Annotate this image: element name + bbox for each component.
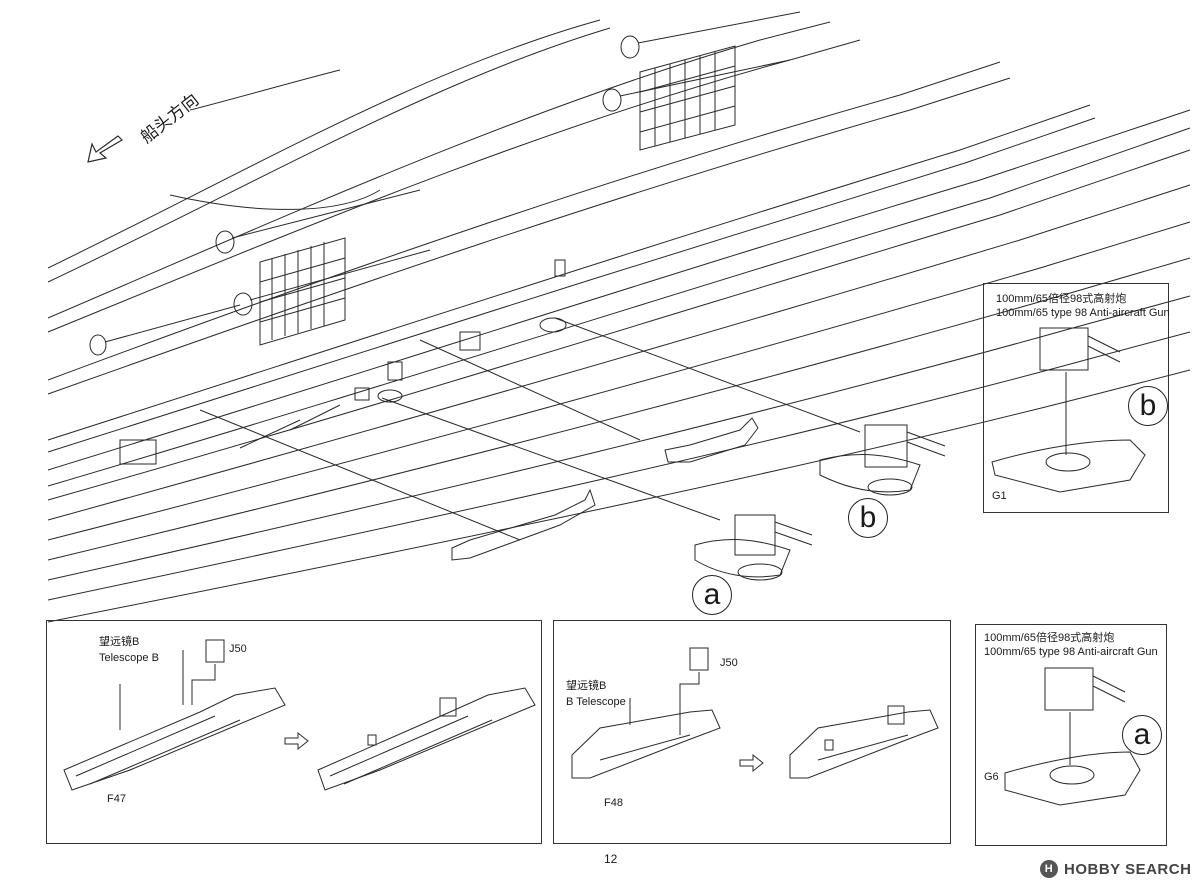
gun-panel-b-part: G1: [992, 490, 1007, 502]
gun-panel-b-step: b: [1128, 386, 1168, 426]
callout-a-letter: a: [703, 578, 721, 611]
platform-f47-assembled: [317, 687, 536, 791]
gun-panel-b-title-en: 100mm/65 type 98 Anti-aircraft Gun: [996, 307, 1170, 319]
telescope-panel-1-part-top: J50: [229, 643, 247, 655]
gun-panel-b: 100mm/65倍径98式高射炮 100mm/65 type 98 Anti-a…: [983, 283, 1170, 513]
gun-panel-b-step-letter: b: [1139, 389, 1157, 422]
telescope-panel-1-label-en: Telescope B: [99, 652, 159, 664]
platform-piece-lower: [451, 488, 596, 561]
gun-panel-a-part: G6: [984, 771, 999, 783]
arrow-right-icon-2: [739, 753, 764, 773]
watermark: H HOBBY SEARCH: [1040, 860, 1191, 878]
gun-panel-a-step-letter: a: [1133, 718, 1151, 751]
telescope-panel-1-part-base: F47: [107, 793, 126, 805]
callout-b-letter: b: [859, 501, 877, 534]
gun-panel-b-title-cn: 100mm/65倍径98式高射炮: [996, 293, 1127, 305]
platform-f48: [571, 647, 721, 779]
bow-direction-arrow-icon: [87, 135, 123, 163]
watermark-text: HOBBY SEARCH: [1064, 860, 1192, 878]
gun-panel-a-step: a: [1122, 715, 1162, 755]
telescope-panel-2-label-en: B Telescope: [566, 696, 626, 708]
telescope-panel-1-label-cn: 望远镜B: [99, 636, 140, 648]
telescope-panel-2-label-cn: 望远镜B: [566, 680, 607, 692]
gun-panel-a-title-en: 100mm/65 type 98 Anti-aircraft Gun: [984, 646, 1158, 658]
gun-turret-a: [694, 514, 813, 581]
telescope-panel-2-part-top: J50: [720, 657, 738, 669]
telescope-panel-2: 望远镜B B Telescope J50 F48: [553, 620, 951, 844]
gun-panel-a: 100mm/65倍径98式高射炮 100mm/65 type 98 Anti-a…: [975, 624, 1167, 846]
platform-piece-upper: [664, 417, 759, 463]
callout-b: b: [848, 498, 888, 538]
arrow-right-icon: [284, 731, 309, 751]
platform-f48-assembled: [789, 705, 939, 779]
gun-turret-b: [819, 424, 946, 496]
telescope-panel-1: 望远镜B Telescope B J50 F47: [46, 620, 542, 844]
watermark-logo-icon: H: [1040, 860, 1058, 878]
page-number: 12: [604, 852, 618, 866]
gun-detail-a: [1004, 667, 1141, 806]
callout-a: a: [692, 575, 732, 615]
gun-panel-a-title-cn: 100mm/65倍径98式高射炮: [984, 632, 1115, 644]
platform-f47: [63, 639, 286, 791]
gun-detail-b: [991, 327, 1146, 493]
telescope-panel-2-part-base: F48: [604, 797, 623, 809]
